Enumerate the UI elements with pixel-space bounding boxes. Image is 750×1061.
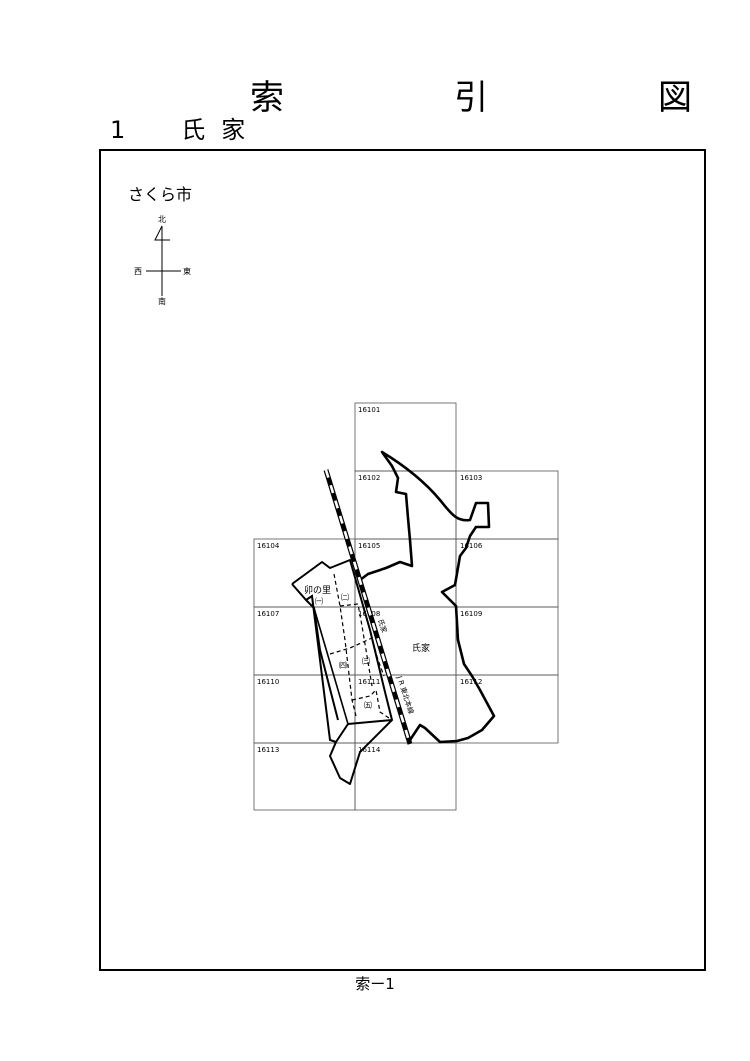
sheet-label-16101: 16101: [358, 406, 380, 414]
map-frame: [99, 149, 706, 971]
sheet-label-16107: 16107: [257, 610, 279, 618]
compass-north-label: 北: [158, 215, 166, 224]
sheet-label-16109: 16109: [460, 610, 482, 618]
sheet-label-16102: 16102: [358, 474, 380, 482]
section-5-label: ㈤: [364, 700, 372, 710]
compass-east-label: 東: [183, 266, 191, 276]
sheet-label-16113: 16113: [257, 746, 279, 754]
compass-west-label: 西: [134, 267, 142, 276]
unonosato-inner-border: [313, 607, 349, 725]
sheet-label-16105: 16105: [358, 542, 380, 550]
ujiie-station-label: 氏家: [376, 618, 389, 634]
section-3-label: ㈢: [362, 656, 370, 666]
unonosato-outer-west: [305, 594, 337, 743]
unonosato-area-label: 卯の里: [304, 585, 331, 596]
compass-icon: [146, 225, 181, 296]
sheet-label-16110: 16110: [257, 678, 279, 686]
railway-line: [323, 469, 413, 745]
section-4-label: ㈣: [339, 661, 347, 670]
sheet-label-16114: 16114: [358, 746, 381, 754]
section-boundaries: [329, 573, 393, 721]
compass-south-label: 南: [158, 296, 166, 306]
section-2-label: ㈡: [341, 592, 349, 602]
ujiie-area-label: 氏家: [412, 642, 430, 654]
sheet-label-16112: 16112: [460, 678, 482, 686]
sheet-grid: [253, 402, 559, 811]
city-name: さくら市: [128, 185, 193, 204]
area-subtitle: 1 氏家: [110, 116, 262, 144]
sheet-label-16104: 16104: [257, 542, 280, 550]
page-number: 索ー1: [355, 975, 395, 993]
sheet-label-16103: 16103: [460, 474, 482, 482]
sheet-label-16106: 16106: [460, 542, 483, 550]
ujiie-boundary: [358, 450, 496, 744]
section-1-label: ㈠: [315, 596, 323, 606]
sheet-label-16111: 16111: [358, 678, 380, 686]
